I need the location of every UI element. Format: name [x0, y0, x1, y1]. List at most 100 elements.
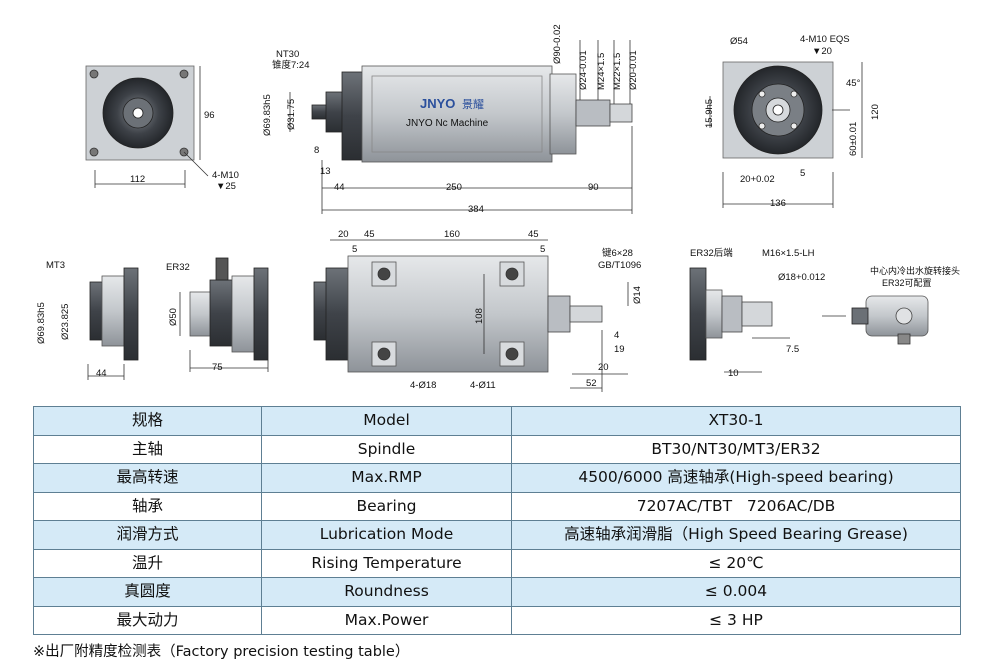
mt3-taper-dia-label: Ø23.825: [60, 304, 71, 340]
row-en-label: Model: [261, 406, 512, 436]
rear-dim-5-label: 5: [800, 168, 805, 179]
coolant-label-a: 中心内冷出水旋转接头: [870, 265, 960, 276]
rear-dim-20-label: 20+0.02: [740, 174, 775, 185]
rear-hole-depth-label: ▼20: [812, 46, 832, 57]
top-key-label: 键6×28: [602, 247, 633, 259]
row-value: XT30-1: [511, 406, 961, 436]
logo-cn: 景耀: [462, 98, 484, 111]
table-row: 规格 Model XT30-1: [33, 406, 961, 436]
table-row: 润滑方式 Lubrication Mode 高速轴承润滑脂（High Speed…: [33, 520, 961, 550]
nose-dia-label: Ø31.75: [286, 99, 297, 130]
dia-a-label: Ø24-0.01: [578, 50, 589, 90]
mt3-view: [87, 267, 139, 380]
dim-90-label: 90: [588, 182, 599, 193]
coolant-view: [822, 295, 929, 345]
row-en-label: Bearing: [261, 491, 512, 521]
mt3-dim-44-label: 44: [96, 368, 107, 379]
er32-rear-label: ER32后端: [690, 247, 733, 259]
footnote: ※出厂附精度检测表（Factory precision testing tabl…: [33, 644, 410, 660]
top-dim-5b-label: 5: [540, 244, 545, 255]
dim-13-label: 13: [320, 166, 331, 177]
technical-drawings: 112 96 4-M10 ▼25 NT30 锥度7:24 Ø69.83h5 Ø3…: [36, 24, 960, 392]
top-hole-a-label: 4-Ø18: [410, 380, 436, 391]
er32-rear-dim-10-label: 10: [728, 368, 739, 379]
flange-dia-label: Ø69.83h5: [262, 94, 273, 136]
row-en-label: Max.RMP: [261, 463, 512, 493]
table-row: 最高转速 Max.RMP 4500/6000 高速轴承(High-speed b…: [33, 463, 961, 493]
top-dim-45b-label: 45: [528, 229, 539, 240]
dia-b-label: Ø20-0.01: [628, 50, 639, 90]
row-cn-label: 主轴: [33, 434, 262, 464]
row-value: ≤ 20℃: [511, 548, 961, 578]
table-row: 最大动力 Max.Power ≤ 3 HP: [33, 605, 961, 635]
logo-subtitle: JNYO Nc Machine: [406, 118, 489, 129]
row-cn-label: 润滑方式: [33, 520, 262, 550]
top-dim-19-label: 19: [614, 344, 625, 355]
rear-dia-54-label: Ø54: [730, 36, 748, 47]
row-value: 高速轴承润滑脂（High Speed Bearing Grease): [511, 520, 961, 550]
top-dim-160-label: 160: [444, 229, 460, 240]
spec-table: 规格 Model XT30-1 主轴 Spindle BT30/NT30/MT3…: [33, 406, 961, 635]
row-en-label: Rising Temperature: [261, 548, 512, 578]
er32-dim-75-label: 75: [212, 362, 223, 373]
row-value: ≤ 3 HP: [511, 605, 961, 635]
top-dia-14-label: Ø14: [632, 286, 643, 304]
row-en-label: Max.Power: [261, 605, 512, 635]
top-dim-108-label: 108: [474, 308, 485, 324]
front-width-label: 112: [130, 174, 145, 185]
side-view: [289, 40, 633, 214]
top-dim-5a-label: 5: [352, 244, 357, 255]
dim-44-label: 44: [334, 182, 345, 193]
dim-250-label: 250: [446, 182, 462, 193]
er32-view: [179, 257, 269, 372]
mt3-label: MT3: [46, 260, 65, 271]
row-cn-label: 规格: [33, 406, 262, 436]
rear-dim-15-9-label: 15.9h5: [704, 99, 715, 128]
er32-rear-dim-7-5-label: 7.5: [786, 344, 799, 355]
body-dia-label: Ø90-0.02: [552, 24, 563, 64]
rear-hole-label: 4-M10 EQS: [800, 34, 850, 45]
er32-rear-view: [689, 267, 790, 373]
logo-brand: JNYO: [420, 96, 455, 111]
taper-ratio-label: 锥度7:24: [272, 59, 310, 71]
rear-dim-136-label: 136: [770, 198, 786, 209]
row-value: 4500/6000 高速轴承(High-speed bearing): [511, 463, 961, 493]
row-en-label: Lubrication Mode: [261, 520, 512, 550]
er32-label: ER32: [166, 262, 190, 273]
row-value: BT30/NT30/MT3/ER32: [511, 434, 961, 464]
top-key-std-label: GB/T1096: [598, 260, 641, 271]
top-dim-45a-label: 45: [364, 229, 375, 240]
rear-angle-label: 45°: [846, 78, 861, 89]
front-view: [85, 65, 209, 188]
er32-rear-thread-label: M16×1.5-LH: [762, 248, 815, 259]
top-dim-52-label: 52: [586, 378, 597, 389]
taper-name-label: NT30: [276, 49, 299, 60]
front-hole-depth-label: ▼25: [216, 181, 236, 192]
top-hole-b-label: 4-Ø11: [470, 380, 496, 391]
row-en-label: Spindle: [261, 434, 512, 464]
row-en-label: Roundness: [261, 577, 512, 607]
rear-dim-60-label: 60±0.01: [848, 122, 859, 156]
row-cn-label: 最高转速: [33, 463, 262, 493]
row-cn-label: 温升: [33, 548, 262, 578]
row-value: ≤ 0.004: [511, 577, 961, 607]
dim-8-label: 8: [314, 145, 319, 156]
rear-dim-120-label: 120: [870, 104, 881, 120]
row-value: 7207AC/TBT 7206AC/DB: [511, 491, 961, 521]
thread-a-label: M24×1.5: [596, 53, 607, 90]
row-cn-label: 最大动力: [33, 605, 262, 635]
top-dim-20b-label: 20: [598, 362, 609, 373]
mt3-flange-dia-label: Ø69.83h5: [36, 302, 47, 344]
table-row: 轴承 Bearing 7207AC/TBT 7206AC/DB: [33, 491, 961, 521]
dim-384-label: 384: [468, 204, 484, 215]
rear-view: [709, 61, 863, 208]
top-view: [313, 239, 629, 392]
front-height-label: 96: [204, 110, 215, 121]
row-cn-label: 轴承: [33, 491, 262, 521]
table-row: 主轴 Spindle BT30/NT30/MT3/ER32: [33, 434, 961, 464]
top-dim-20-label: 20: [338, 229, 349, 240]
coolant-label-b: ER32可配置: [882, 278, 932, 288]
front-hole-label: 4-M10: [212, 170, 239, 181]
table-row: 真圆度 Roundness ≤ 0.004: [33, 577, 961, 607]
er32-dia-label: Ø50: [168, 308, 179, 326]
